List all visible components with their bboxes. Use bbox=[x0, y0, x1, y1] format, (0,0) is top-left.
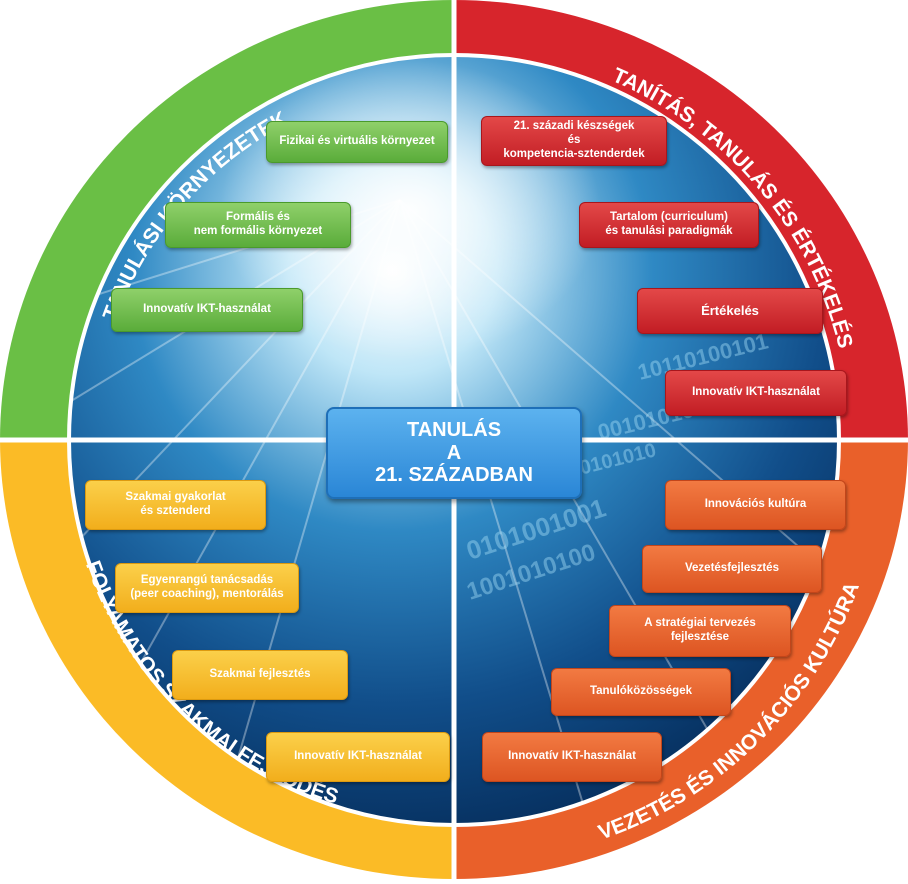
tr-box-assessment: Értékelés bbox=[637, 288, 823, 334]
center-title-line1: TANULÁS bbox=[406, 419, 502, 442]
bl-box-practice: Szakmai gyakorlat és sztenderd bbox=[85, 480, 266, 530]
br-box-strategic-planning: A stratégiai tervezés fejlesztése bbox=[609, 605, 791, 657]
bl-box-peer-coaching: Egyenrangú tanácsadás (peer coaching), m… bbox=[115, 563, 299, 613]
bl-box-professional-dev: Szakmai fejlesztés bbox=[172, 650, 348, 700]
center-title-box: TANULÁS A 21. SZÁZADBAN bbox=[326, 407, 582, 499]
tl-box-physical-virtual: Fizikai és virtuális környezet bbox=[266, 121, 448, 163]
tl-box-formal-informal: Formális és nem formális környezet bbox=[165, 202, 351, 248]
tl-box-ict: Innovatív IKT-használat bbox=[111, 288, 303, 332]
bl-box-ict: Innovatív IKT-használat bbox=[266, 732, 450, 782]
br-box-leadership: Vezetésfejlesztés bbox=[642, 545, 822, 593]
center-title-line2: A bbox=[446, 441, 462, 464]
tr-box-curriculum: Tartalom (curriculum) és tanulási paradi… bbox=[579, 202, 759, 248]
tr-box-ict: Innovatív IKT-használat bbox=[665, 370, 847, 416]
br-box-innovation-culture: Innovációs kultúra bbox=[665, 480, 846, 530]
center-title-line3: 21. SZÁZADBAN bbox=[375, 464, 533, 487]
br-box-ict: Innovatív IKT-használat bbox=[482, 732, 662, 782]
tr-box-21st-skills: 21. századi készségek és kompetencia-szt… bbox=[481, 116, 667, 166]
br-box-learning-communities: Tanulóközösségek bbox=[551, 668, 731, 716]
